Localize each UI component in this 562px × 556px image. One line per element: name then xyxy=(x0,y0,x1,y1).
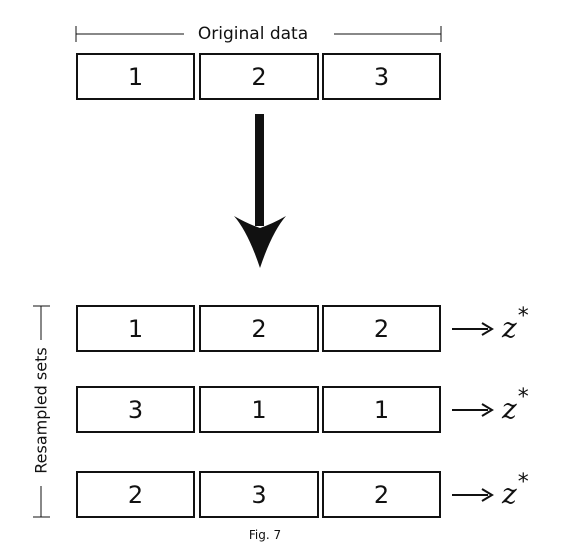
row1-result-superscript: * xyxy=(517,304,529,329)
row2-result-superscript: * xyxy=(517,385,529,410)
figure-caption: Fig. 7 xyxy=(248,528,282,542)
original-cell-1: 1 xyxy=(76,53,195,100)
row3-cell-1: 2 xyxy=(76,471,195,518)
row2-result-symbol: z xyxy=(502,392,517,426)
row3-result-superscript: * xyxy=(517,470,529,495)
row1-cell-1: 1 xyxy=(76,305,195,352)
original-cell-2: 2 xyxy=(199,53,319,100)
original-data-label: Original data xyxy=(190,24,316,44)
row1-cell-2: 2 xyxy=(199,305,319,352)
right-arrow-icon xyxy=(452,322,494,336)
original-cell-3: 3 xyxy=(322,53,441,100)
row2-cell-1: 3 xyxy=(76,386,195,433)
row2-result: z* xyxy=(502,385,529,426)
down-arrow-icon xyxy=(234,114,286,268)
row2-cell-2: 1 xyxy=(199,386,319,433)
row1-cell-3: 2 xyxy=(322,305,441,352)
row2-cell-3: 1 xyxy=(322,386,441,433)
right-arrow-icon xyxy=(452,488,494,502)
right-arrow-icon xyxy=(452,403,494,417)
row3-result-symbol: z xyxy=(502,477,517,511)
row3-cell-2: 3 xyxy=(199,471,319,518)
row3-result: z* xyxy=(502,470,529,511)
row3-cell-3: 2 xyxy=(322,471,441,518)
row1-result: z* xyxy=(502,304,529,345)
resampled-sets-label: Resampled sets xyxy=(31,347,51,474)
row1-result-symbol: z xyxy=(502,311,517,345)
